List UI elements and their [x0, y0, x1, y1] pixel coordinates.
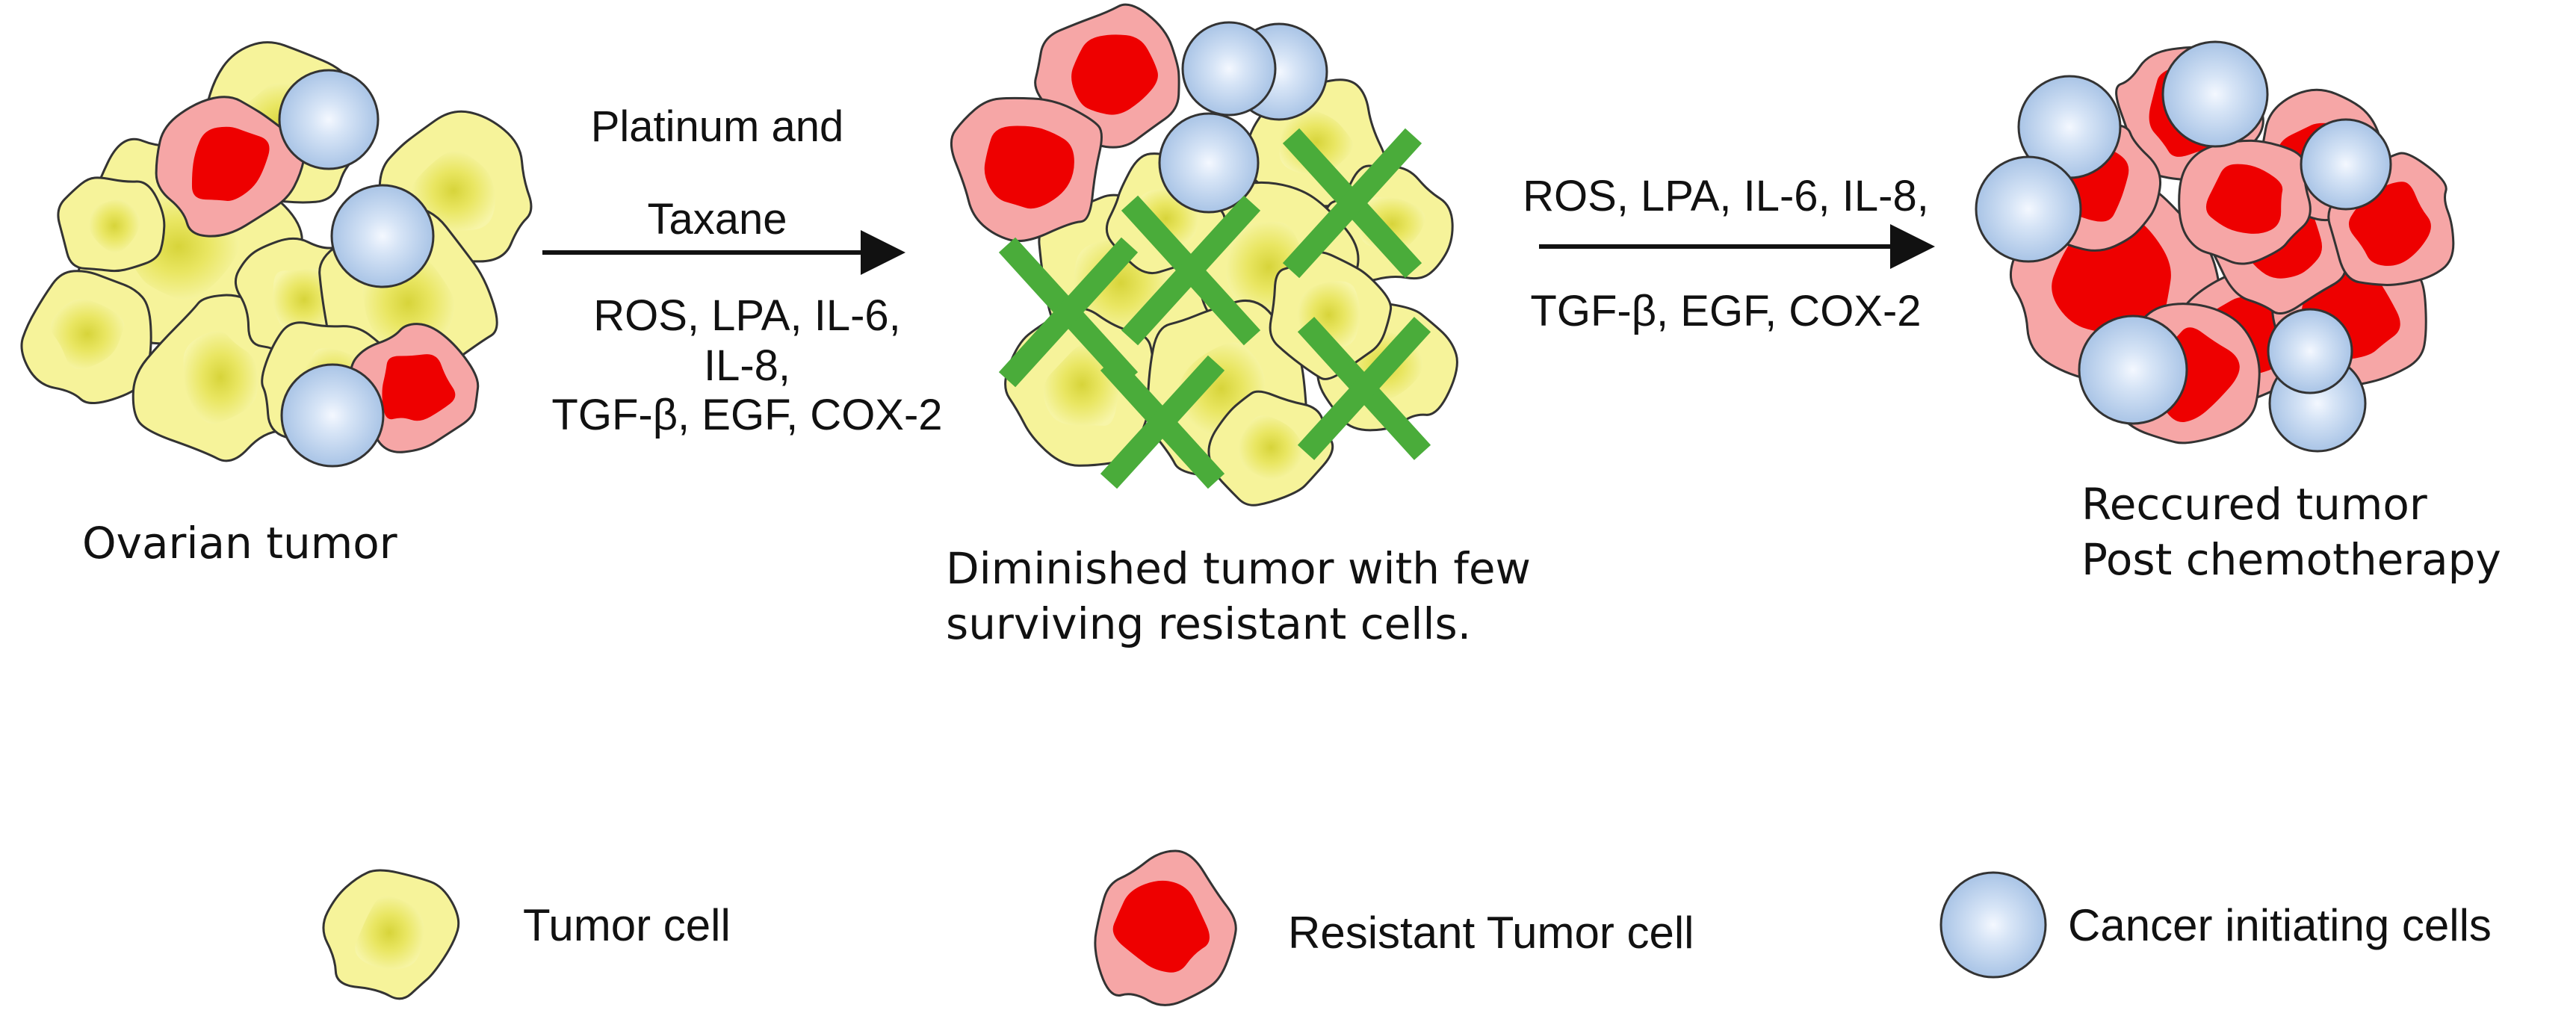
arrow1-bottom-line: IL-8, — [703, 341, 791, 390]
cancer-initiating-cell — [1939, 871, 2047, 979]
tumor-cell — [20, 270, 152, 405]
tumor-cell — [322, 869, 460, 1000]
tumor-cell — [1269, 251, 1393, 380]
kill-mark — [1282, 128, 1422, 279]
arrow1-top-line: Taxane — [647, 195, 787, 244]
cancer-initiating-cell — [330, 184, 435, 288]
legend-label-cancer-initiating-cells: Cancer initiating cells — [2068, 900, 2492, 950]
kill-mark — [1297, 317, 1431, 460]
legend-label-resistant-tumor-cell: Resistant Tumor cell — [1288, 908, 1694, 958]
cancer-initiating-cell — [278, 69, 380, 170]
legend-label-tumor-cell: Tumor cell — [523, 900, 731, 950]
arrow1-top-line: Platinum and — [590, 102, 844, 151]
arrow1-top-label: Platinum and Taxane — [538, 81, 897, 266]
arrow2-bottom-label: TGF-β, EGF, COX-2 — [1502, 287, 1950, 337]
cancer-initiating-cell — [1158, 112, 1260, 214]
legend-icons — [322, 849, 2047, 1006]
kill-mark — [1100, 355, 1225, 489]
stage-caption-recurred: Reccured tumor Post chemotherapy — [2081, 477, 2501, 587]
caption-line: Diminished tumor with few — [946, 543, 1531, 594]
cancer-initiating-cell — [2078, 315, 2188, 425]
kill-mark — [998, 237, 1139, 388]
stage-caption-diminished: Diminished tumor with few surviving resi… — [946, 541, 1531, 651]
resistant-tumor-cell — [155, 96, 306, 238]
ovarian-tumor-cluster — [20, 41, 533, 468]
tumor-cell — [1207, 390, 1334, 507]
resistant-tumor-cell — [1094, 849, 1237, 1006]
stage-caption-ovarian: Ovarian tumor — [82, 515, 397, 571]
cancer-initiating-cell — [2300, 118, 2392, 211]
caption-line: Ovarian tumor — [82, 518, 397, 569]
arrow1-bottom-label: ROS, LPA, IL-6, IL-8, TGF-β, EGF, COX-2 — [523, 291, 971, 441]
resistant-tumor-cell — [950, 96, 1103, 243]
cancer-initiating-cell — [1181, 21, 1277, 117]
cancer-initiating-cell — [280, 363, 385, 468]
cancer-initiating-cell — [2267, 308, 2353, 394]
tumor-cell — [57, 176, 166, 273]
kill-mark — [1121, 195, 1261, 346]
arrow1-bottom-line: TGF-β, EGF, COX-2 — [551, 391, 943, 440]
caption-line: surviving resistant cells. — [946, 598, 1472, 650]
caption-line: Reccured tumor — [2081, 479, 2427, 530]
resistant-tumor-cell — [2178, 139, 2312, 265]
arrow1-bottom-line: ROS, LPA, IL-6, — [593, 291, 901, 340]
arrow2-top-label: ROS, LPA, IL-6, IL-8, — [1502, 172, 1950, 222]
cancer-initiating-cell — [1975, 155, 2082, 263]
arrow2-bottom-line: TGF-β, EGF, COX-2 — [1530, 287, 1922, 335]
cancer-initiating-cell — [2161, 40, 2269, 148]
chemo-kill-marks — [998, 128, 1431, 489]
recurred-tumor-cluster — [1975, 40, 2455, 453]
arrow2-top-line: ROS, LPA, IL-6, IL-8, — [1523, 172, 1929, 220]
caption-line: Post chemotherapy — [2081, 534, 2501, 586]
